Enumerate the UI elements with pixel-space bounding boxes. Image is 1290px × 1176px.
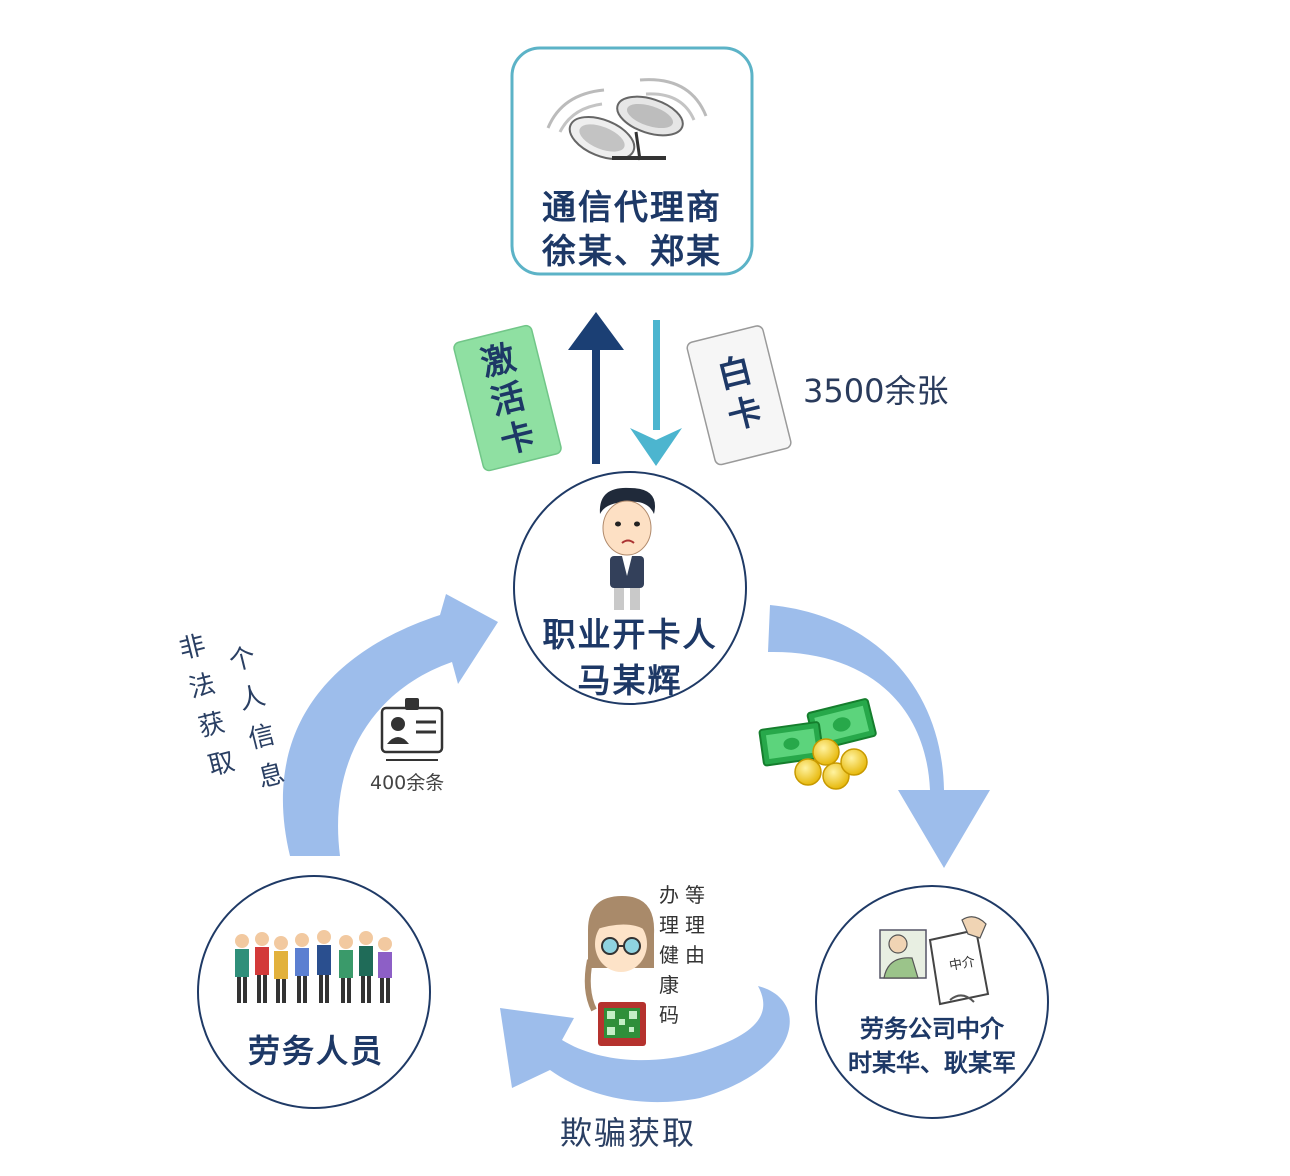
laborers-node (197, 875, 431, 1109)
laborers-label: 劳务人员 (247, 1032, 384, 1070)
carrier-agent-label: 通信代理商 徐某、郑某 (512, 186, 752, 274)
vertical-char: 等 (685, 883, 705, 907)
vertical-char: 办 (659, 883, 679, 907)
satellite-dish-icon (546, 78, 708, 161)
crowd-icon (235, 930, 392, 1003)
fraud-label: 欺骗获取 (560, 1114, 697, 1152)
labor-agency-names: 时某华、耿某军 (848, 1049, 1016, 1077)
card-opener-label: 职业开卡人 马某辉 (512, 612, 748, 704)
vertical-char: 理 (685, 913, 705, 937)
id-card-icon (380, 698, 444, 761)
vertical-char: 法 (185, 668, 219, 705)
vertical-char: 取 (205, 746, 238, 782)
vertical-char: 卡 (723, 390, 767, 438)
vertical-char: 息 (255, 758, 288, 794)
vertical-char: 由 (685, 943, 705, 967)
card-opener-name: 马某辉 (577, 661, 683, 700)
vertical-char: 卡 (496, 415, 540, 463)
arrow-up-activated (568, 312, 624, 464)
carrier-agent-title: 通信代理商 (542, 188, 722, 228)
vertical-char: 获 (195, 707, 229, 744)
id-records-count: 400余条 (370, 772, 445, 794)
blank-card-tag (686, 325, 792, 466)
vertical-char: 康 (659, 973, 679, 997)
vertical-char: 理 (659, 913, 679, 937)
arrow-down-blank (630, 320, 682, 466)
labor-agency-label: 劳务公司中介 时某华、耿某军 (818, 1012, 1046, 1080)
carrier-agent-node (510, 46, 754, 276)
arc-arrow-opener-to-agency (768, 605, 990, 868)
health-code-girl-icon (584, 896, 655, 1046)
arc-arrow-laborers-to-opener (282, 594, 498, 856)
vertical-char: 个 (226, 642, 259, 678)
vertical-char: 健 (659, 943, 679, 967)
card-opener-title: 职业开卡人 (542, 615, 718, 654)
businessman-icon (599, 487, 655, 610)
arc-arrow-agency-to-laborers (500, 986, 790, 1103)
vertical-char: 信 (245, 719, 279, 756)
labor-agency-node (815, 885, 1049, 1119)
activated-card-tag (453, 324, 562, 472)
pretext-label-b: 办理健康码 (656, 880, 682, 1030)
labor-agency-title: 劳务公司中介 (860, 1015, 1004, 1043)
vertical-char: 人 (235, 680, 269, 717)
vertical-char: 码 (659, 1003, 679, 1027)
broker-icon: 中介 (879, 916, 990, 1006)
money-icon (758, 698, 877, 790)
vertical-char: 非 (176, 630, 209, 666)
blank-card-count: 3500余张 (803, 372, 949, 410)
carrier-agent-names: 徐某、郑某 (542, 232, 722, 272)
pretext-label-a: 等理由 (682, 880, 708, 970)
svg-text:中介: 中介 (948, 955, 976, 974)
